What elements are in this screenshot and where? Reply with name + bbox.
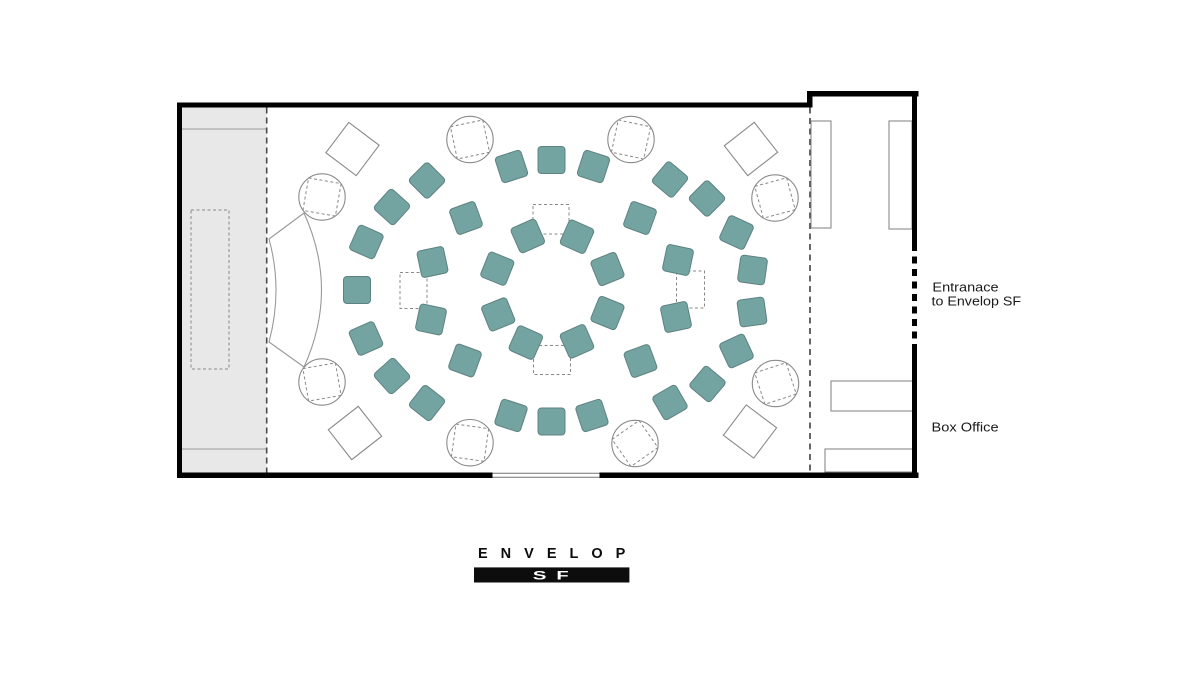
svg-text:Entranace: Entranace — [932, 280, 998, 295]
svg-text:S: S — [533, 570, 547, 582]
svg-text:F: F — [556, 570, 568, 582]
svg-text:ENVELOP: ENVELOP — [478, 546, 638, 562]
svg-text:to Envelop SF: to Envelop SF — [932, 294, 1022, 309]
svg-text:Box Office: Box Office — [932, 419, 999, 434]
